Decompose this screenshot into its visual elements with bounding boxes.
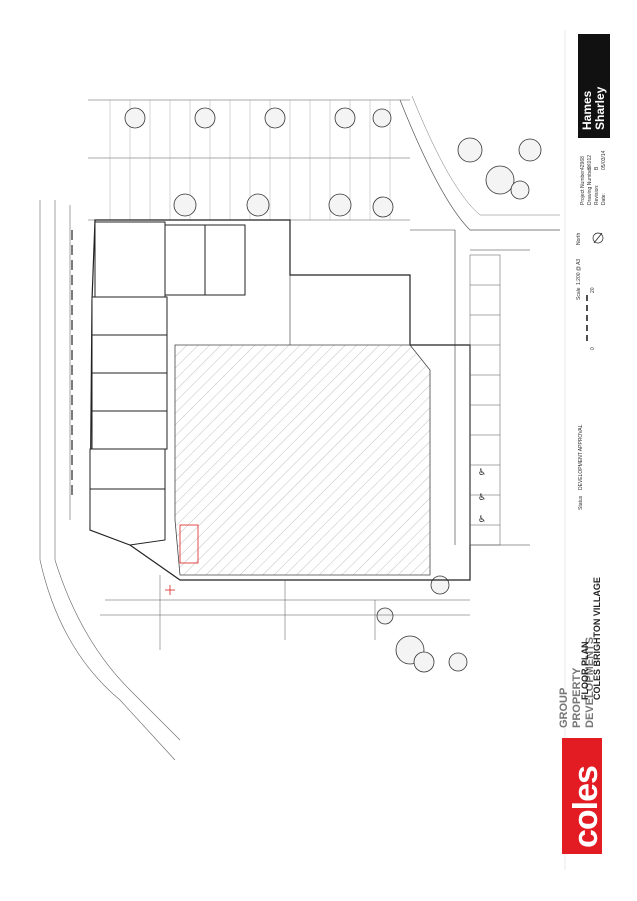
supermarket-floor bbox=[174, 344, 431, 576]
status-label: Status bbox=[578, 495, 584, 510]
retail-units bbox=[89, 221, 246, 546]
architect-line2: Sharley bbox=[593, 86, 607, 130]
scale-bar-start: 0 bbox=[590, 347, 596, 350]
road-edge bbox=[399, 99, 560, 231]
scale-label: Scale bbox=[576, 287, 582, 300]
project-number-value: 42968 bbox=[580, 156, 586, 170]
north-label: North bbox=[576, 232, 582, 245]
hames-sharley-logo: Hames Sharley bbox=[578, 34, 610, 138]
accessible-parking-icons: ♿ ♿ ♿ bbox=[478, 468, 486, 525]
architect-line1: Hames bbox=[580, 90, 594, 130]
drawing-number-value: SK012 bbox=[587, 154, 593, 170]
date-label: Date: bbox=[601, 193, 607, 205]
coles-logo: coles bbox=[562, 738, 605, 854]
scale-value: 1:200 @ A3 bbox=[576, 258, 582, 285]
drawing-number-label: Drawing Number: bbox=[587, 166, 593, 205]
revision-value: B bbox=[594, 166, 600, 170]
date-value: 05/03/14 bbox=[601, 150, 607, 170]
svg-text:♿: ♿ bbox=[478, 493, 486, 503]
drawing-title-line2: COLES BRIGHTON VILLAGE bbox=[592, 577, 602, 700]
trees bbox=[124, 107, 542, 673]
street-verge bbox=[39, 200, 181, 761]
status-value: DEVELOPMENT APPROVAL bbox=[578, 424, 584, 490]
revision-label: Revision: bbox=[594, 184, 600, 205]
svg-text:♿: ♿ bbox=[478, 468, 486, 478]
brand-group-line1: GROUP bbox=[558, 687, 570, 728]
drawing-title-line1: FLOOR PLAN bbox=[580, 641, 590, 701]
project-number-label: Project Number: bbox=[580, 168, 586, 205]
scale-bar-end: 20 bbox=[590, 287, 596, 293]
svg-text:♿: ♿ bbox=[478, 515, 486, 525]
coles-logo-text: coles bbox=[567, 766, 605, 848]
north-arrow-icon bbox=[592, 232, 604, 244]
red-annotation bbox=[165, 524, 199, 595]
carpark-east bbox=[469, 254, 501, 546]
